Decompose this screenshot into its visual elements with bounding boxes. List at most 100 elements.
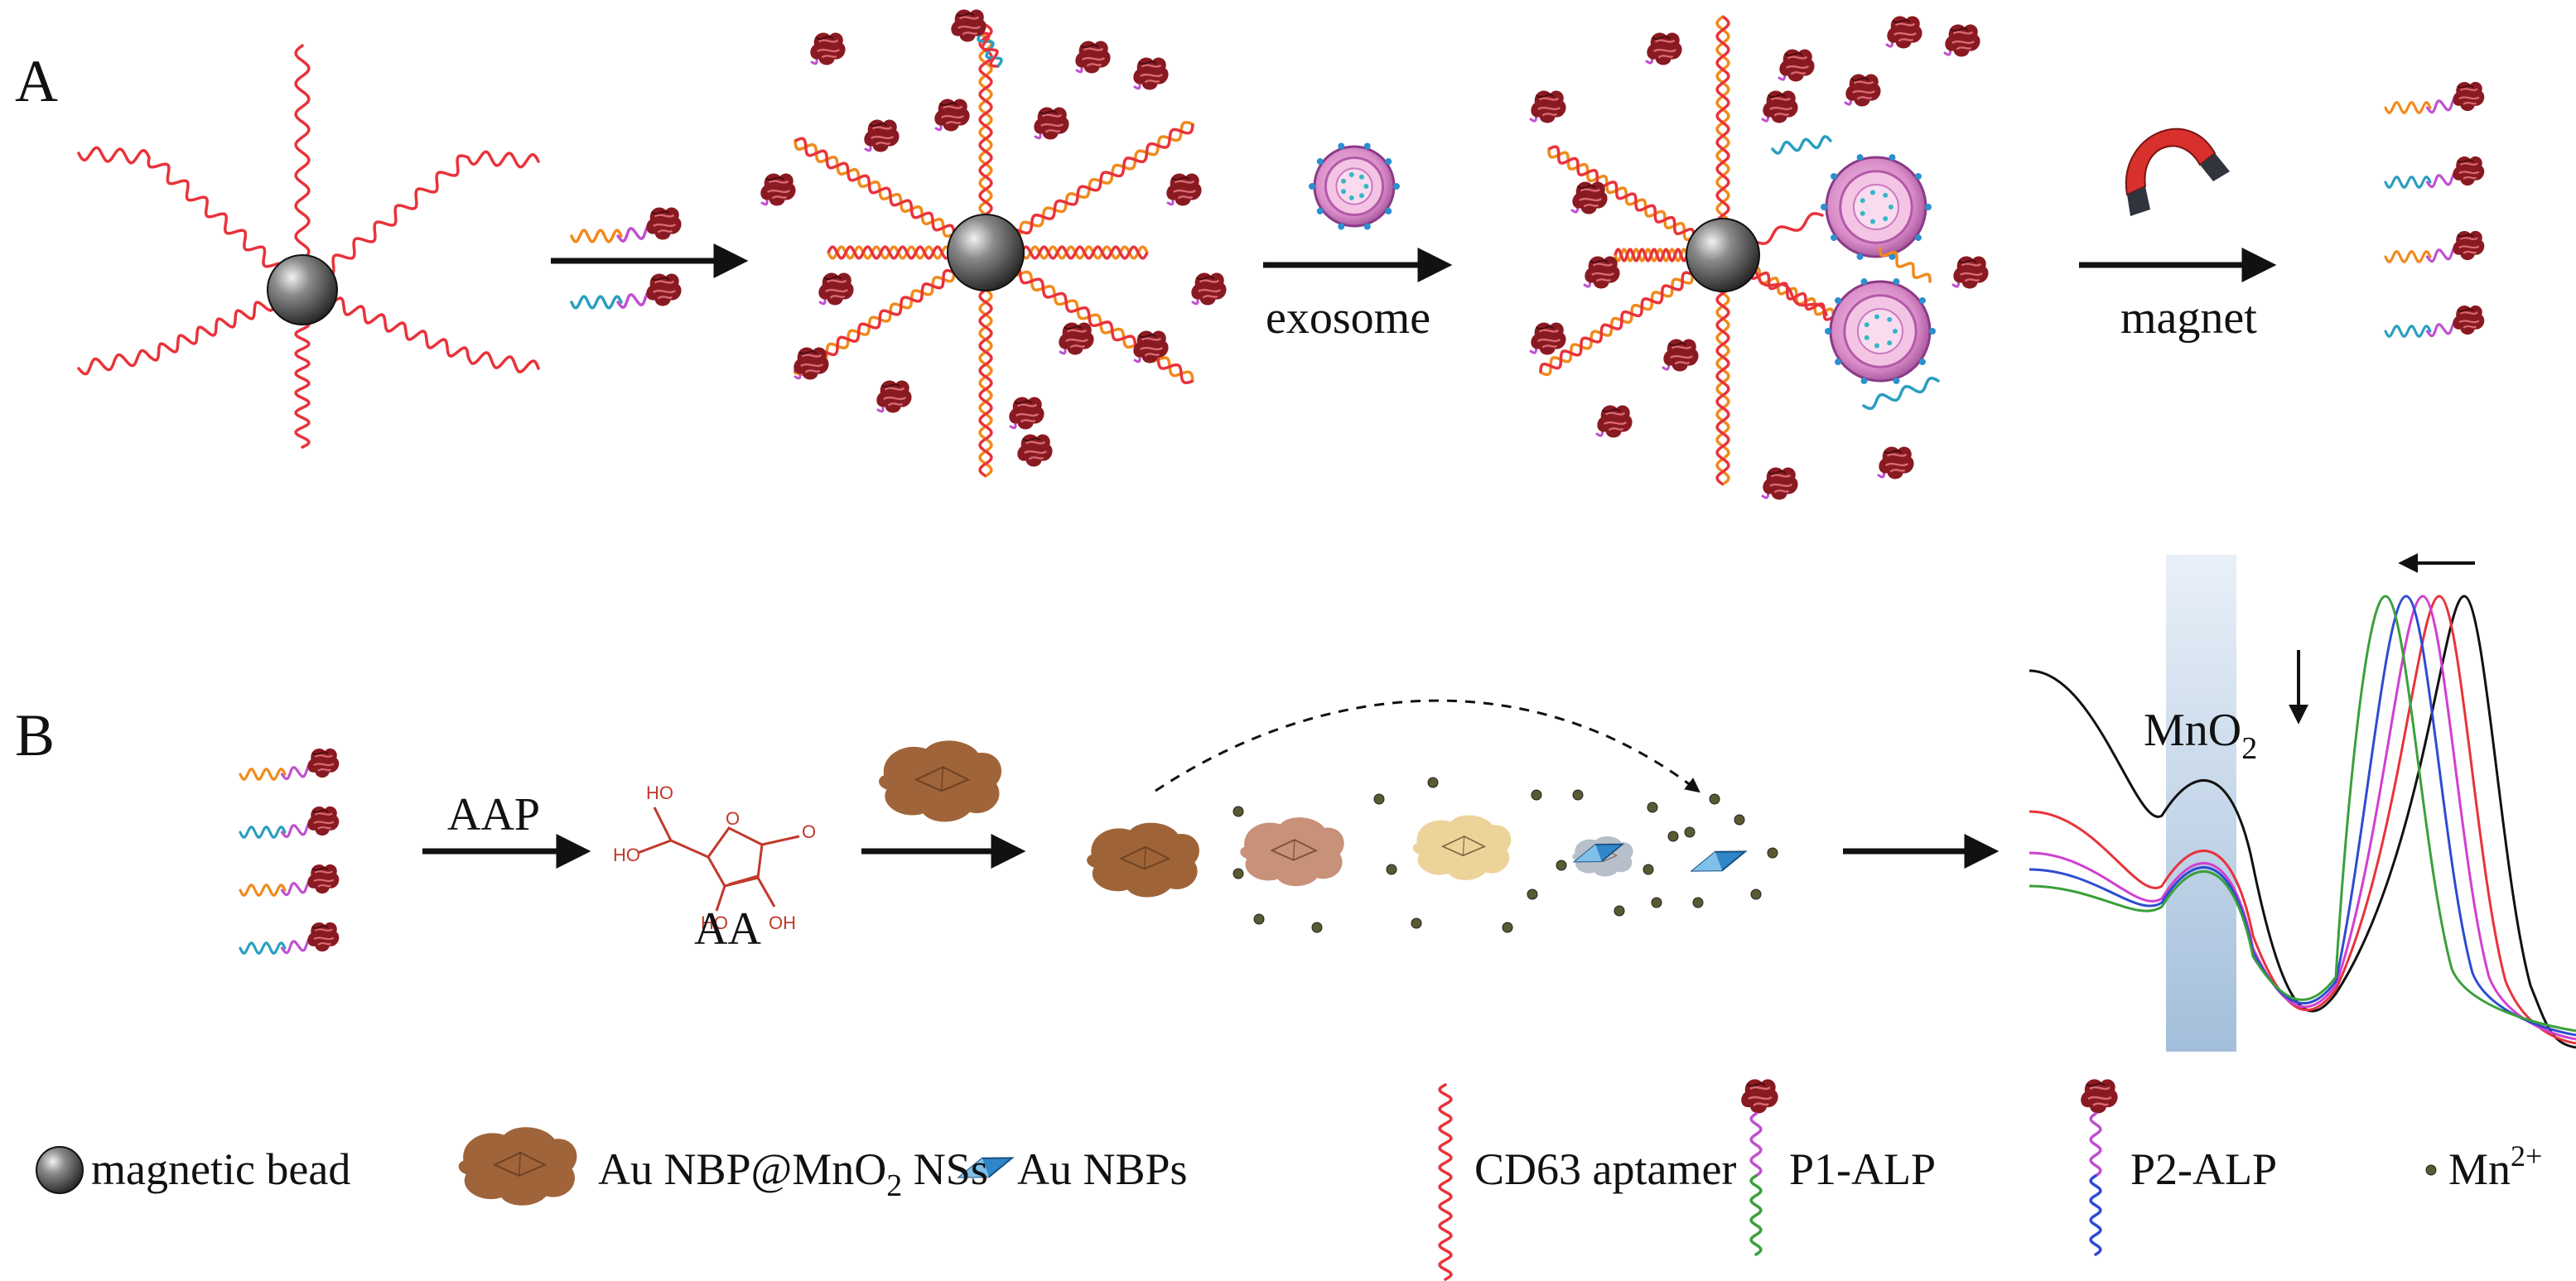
magnet-icon — [2125, 128, 2230, 216]
alp-enzyme-icon — [1075, 41, 1111, 74]
mn-ion-dot — [1386, 864, 1397, 875]
probe-icon — [570, 273, 682, 310]
alp-enzyme-icon — [1585, 256, 1620, 289]
alp-enzyme-icon — [1845, 74, 1881, 107]
released-probes-input — [239, 748, 340, 955]
mn-ion-dot — [1572, 789, 1584, 801]
cd63-aptamer-strand — [77, 146, 151, 165]
bead-with-exosomes — [1529, 15, 1989, 500]
hydroxyl-label: OH — [769, 913, 796, 933]
alp-enzyme-icon — [1034, 107, 1069, 140]
spectrum-curve — [2028, 595, 2576, 1041]
carbonyl-bond — [761, 835, 800, 846]
exosome-icon — [1309, 142, 1400, 230]
probe-icon — [2384, 81, 2485, 114]
legend-nanosheet-icon — [458, 1127, 577, 1206]
alp-enzyme-icon — [1647, 32, 1682, 65]
mn-ion-dot — [1667, 831, 1679, 842]
mn-ion-dot — [1527, 889, 1538, 900]
aptamer-probe-duplex — [1715, 253, 1730, 486]
alp-enzyme-icon — [951, 9, 987, 42]
mn-ion-dot — [1709, 793, 1720, 805]
probe-icon — [2384, 156, 2485, 189]
aap-step-label: AAP — [447, 789, 540, 840]
legend-au-nbps-label: Au NBPs — [1017, 1144, 1188, 1194]
mn-ion-dot — [1734, 814, 1745, 826]
alp-enzyme-icon — [1191, 272, 1227, 306]
bead-with-hybridized-probes — [760, 9, 1227, 478]
magnetic-bead-icon — [267, 254, 338, 325]
mn-ion-dot — [1643, 864, 1654, 875]
bead-with-aptamers — [77, 44, 540, 449]
probe-icon — [239, 806, 340, 839]
hydroxyl-bond — [715, 885, 726, 912]
aptamer-probe-duplex — [984, 121, 1194, 256]
alp-enzyme-icon — [2081, 1079, 2118, 1114]
au-nbp-icon — [1690, 850, 1748, 872]
alp-enzyme-icon — [646, 207, 682, 240]
magnetic-bead-icon — [1686, 218, 1760, 292]
arrow-magnet — [2079, 128, 2277, 282]
mn-ion-dot — [1647, 802, 1658, 813]
spectrum-curve — [2028, 595, 2576, 1037]
alp-enzyme-icon — [307, 806, 340, 836]
alp-enzyme-icon — [864, 119, 900, 152]
hydroxyl-label: HO — [701, 913, 728, 933]
mn-ion-dot — [1692, 897, 1704, 908]
legend-au-nbp-icon — [957, 1157, 1015, 1178]
alp-enzyme-icon — [1059, 322, 1094, 355]
mn-ion-dot — [1411, 917, 1422, 929]
hydroxyl-label: HO — [646, 783, 673, 803]
alp-enzyme-icon — [1531, 90, 1566, 123]
probe-icon — [239, 864, 340, 897]
legend-magnetic-bead-label: magnetic bead — [91, 1144, 350, 1194]
mn-ion-dot — [1233, 806, 1244, 817]
alp-enzyme-icon — [1663, 339, 1699, 372]
alp-enzyme-icon — [1887, 16, 1922, 49]
mno2-absorption-band — [2166, 555, 2236, 1052]
aptamer-probe-duplex — [984, 249, 1194, 384]
cd63-aptamer-strand — [466, 150, 540, 169]
alp-enzyme-icon — [2453, 305, 2485, 335]
magnet-step-label: magnet — [2120, 292, 2257, 344]
cd63-aptamer-strand — [301, 154, 470, 293]
legend-aptamer-label: CD63 aptamer — [1474, 1144, 1736, 1194]
mn-ion-dot — [1311, 922, 1323, 933]
mn-ion-dot — [1373, 793, 1385, 805]
legend-magnetic-bead-icon — [36, 1146, 84, 1194]
alp-enzyme-icon — [1531, 322, 1566, 355]
probe-icon — [239, 922, 340, 955]
alp-enzyme-icon — [1133, 57, 1169, 90]
free-probe-strand — [1862, 376, 1940, 411]
legend — [36, 1079, 2437, 1281]
alp-enzyme-icon — [1009, 397, 1044, 430]
alp-enzyme-icon — [2453, 156, 2485, 186]
alp-enzyme-icon — [1741, 1079, 1778, 1114]
arrow-to-etching — [861, 740, 1026, 869]
panel-a-label: A — [15, 48, 58, 114]
legend-p2-label: P2-ALP — [2130, 1144, 2277, 1194]
magnetic-bead-icon — [947, 214, 1025, 291]
panel-b-label: B — [15, 702, 55, 768]
nanosheet-stage-1 — [1087, 822, 1199, 898]
cd63-aptamer-strand — [466, 351, 540, 373]
alp-enzyme-icon — [810, 32, 846, 65]
legend-p1-alp-icon — [1741, 1079, 1778, 1256]
alp-enzyme-icon — [307, 922, 340, 952]
hydroxyl-bond — [756, 877, 776, 908]
alp-enzyme-icon — [760, 173, 796, 206]
side-chain-bond — [637, 839, 672, 855]
alp-enzyme-icon — [1779, 49, 1815, 82]
alp-enzyme-icon — [1017, 434, 1053, 467]
alp-enzyme-icon — [1879, 446, 1914, 479]
legend-nanosheet-label: Au NBP@MnO2 NSs — [598, 1144, 988, 1203]
alp-enzyme-icon — [646, 273, 682, 306]
oxygen-label: O — [726, 808, 740, 829]
dashed-arrow — [1155, 699, 1700, 793]
legend-mn-dot — [2425, 1164, 2437, 1176]
spectrum-curve — [2028, 595, 2576, 1045]
legend-p1-label: P1-ALP — [1789, 1144, 1936, 1194]
free-probe-strand — [1879, 247, 1932, 283]
aa-label: AA — [694, 903, 761, 955]
